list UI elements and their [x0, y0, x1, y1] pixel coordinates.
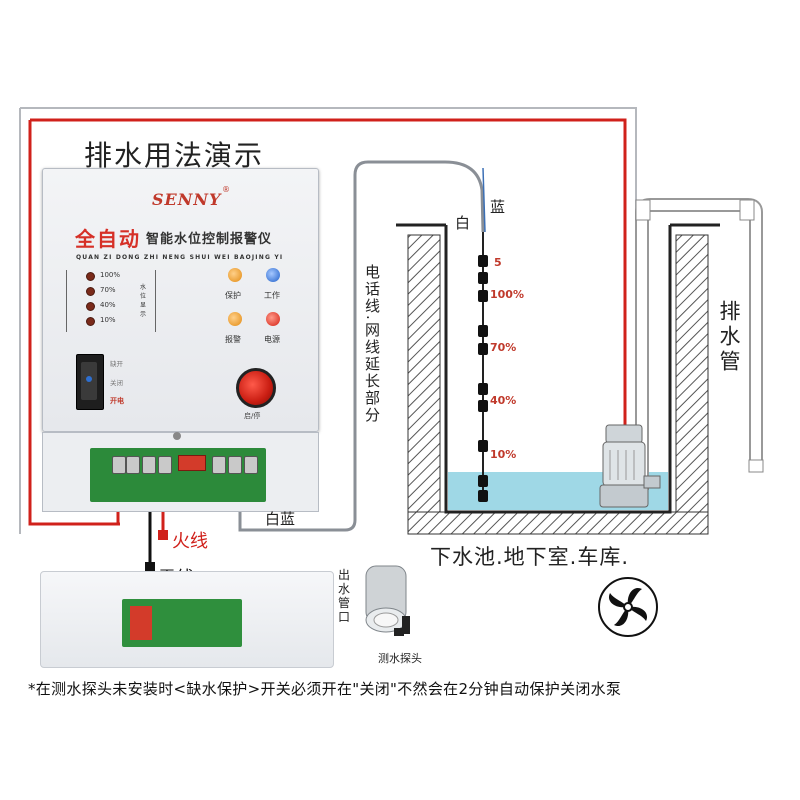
power-led — [266, 312, 280, 326]
switch-label-middle: 关闭 — [110, 379, 123, 387]
brand-logo: SENNY — [152, 190, 222, 209]
knob-label: 启/停 — [244, 412, 261, 420]
registered-mark: ® — [222, 185, 230, 194]
controller-pinyin: QUAN ZI DONG ZHI NENG SHUI WEI BAOJING Y… — [76, 254, 284, 261]
switch-indicator-icon — [86, 376, 92, 382]
protect-led — [228, 268, 242, 282]
probe-level-70: 70% — [490, 341, 517, 354]
protect-label: 保护 — [225, 291, 241, 300]
level-label-70: 70% — [100, 286, 116, 294]
terminal-1 — [112, 456, 126, 474]
terminal-5 — [212, 456, 226, 474]
drain-pipe-label: 排水管 — [717, 300, 741, 375]
white-blue-label: 白蓝 — [265, 510, 296, 528]
work-label: 工作 — [264, 291, 280, 300]
probe-level-100: 100% — [490, 288, 524, 301]
tray-dip-switch — [130, 606, 152, 640]
terminal-7 — [244, 456, 258, 474]
pool-inner — [444, 225, 672, 514]
level-label-40: 40% — [100, 301, 116, 309]
live-wire-label: 火线 — [172, 531, 208, 552]
terminal-4 — [158, 456, 172, 474]
switch-label-bottom: 开电 — [110, 397, 124, 405]
terminal-3 — [142, 456, 156, 474]
probe-level-5: 5 — [494, 256, 502, 269]
probe-label: 测水探头 — [378, 652, 422, 665]
level-led-10 — [86, 317, 95, 326]
terminal-2 — [126, 456, 140, 474]
controller-subtitle: 智能水位控制报警仪 — [146, 232, 273, 247]
level-led-70 — [86, 287, 95, 296]
level-display-label: 水位显示 — [140, 284, 147, 318]
pool-wall-right — [675, 234, 709, 528]
alarm-led — [228, 312, 242, 326]
level-label-100: 100% — [100, 271, 121, 279]
white-wire-label: 白 — [455, 214, 471, 232]
footer-note: *在测水探头未安装时<缺水保护>开关必须开在"关闭"不然会在2分钟自动保护关闭水… — [28, 680, 622, 698]
pool-label: 下水池.地下室.车库. — [430, 545, 630, 569]
pool-wall-left — [407, 234, 441, 528]
alarm-label: 报警 — [225, 335, 241, 344]
fan-icon — [598, 577, 658, 637]
probe-photo-icon — [365, 565, 410, 636]
page-title: 排水用法演示 — [84, 139, 265, 172]
terminal-6 — [228, 456, 242, 474]
pool-floor — [407, 511, 709, 535]
level-led-40 — [86, 302, 95, 311]
extension-label: 电话线.网线延长部分 — [363, 264, 381, 424]
outlet-label: 出水管口 — [338, 568, 351, 624]
auto-label: 全自动 — [75, 227, 141, 251]
level-led-100 — [86, 272, 95, 281]
probe-level-40: 40% — [490, 394, 517, 407]
switch-label-top: 缺开 — [110, 360, 123, 368]
power-label: 电源 — [264, 335, 280, 344]
red-power-wire — [28, 118, 627, 526]
probe-level-10: 10% — [490, 448, 517, 461]
blue-wire-label: 蓝 — [490, 198, 506, 216]
work-led — [266, 268, 280, 282]
blue-wire — [482, 167, 486, 233]
pump-graphic — [599, 424, 661, 508]
dip-switch — [178, 455, 206, 471]
level-panel — [66, 270, 156, 332]
extension-cable — [238, 160, 485, 532]
level-label-10: 10% — [100, 316, 116, 324]
screw-icon — [173, 432, 181, 440]
start-stop-knob[interactable] — [236, 368, 276, 408]
